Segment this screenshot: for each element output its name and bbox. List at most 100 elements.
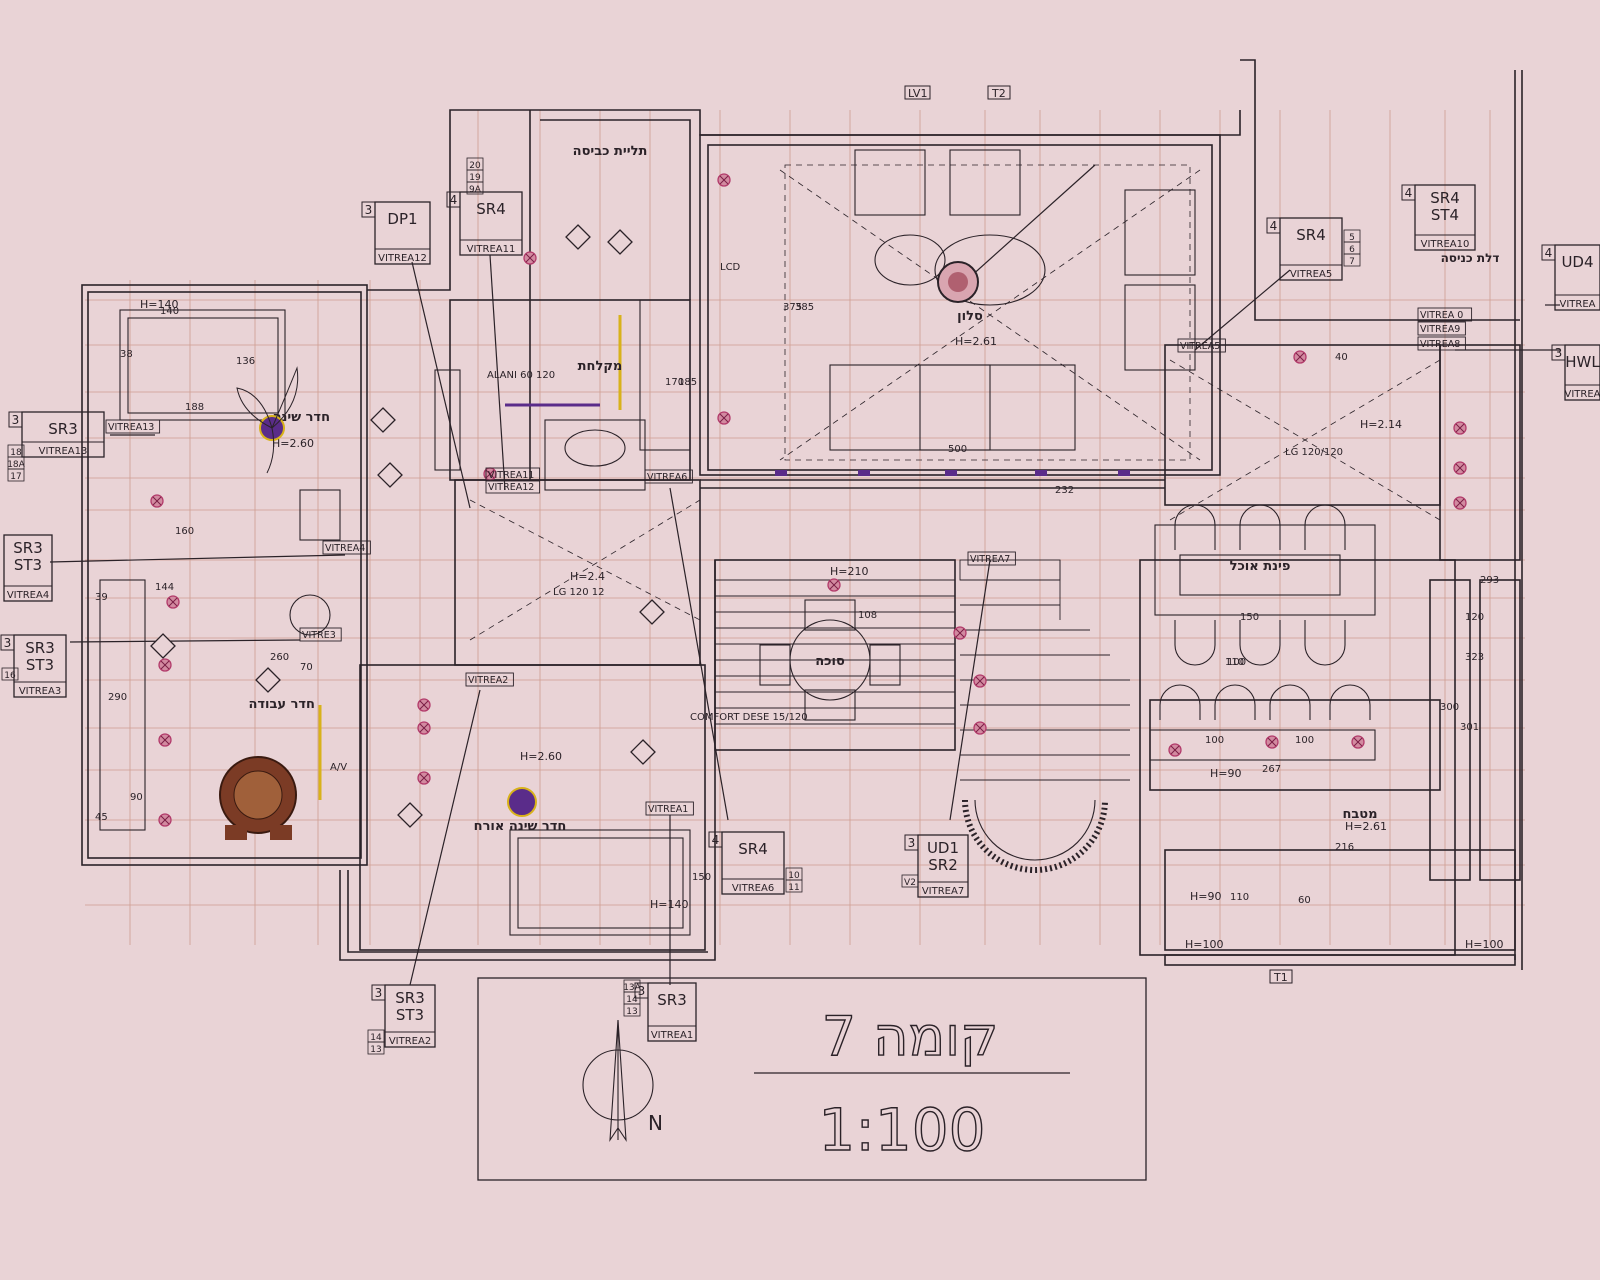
callout-vitrea-tag: VITREA13 <box>39 446 88 457</box>
downlight-icon <box>417 698 431 712</box>
callout-vitrea-tag: VITREA4 <box>7 590 49 601</box>
height-corridor: H=2.4 <box>570 570 605 583</box>
downlight-icon <box>973 721 987 735</box>
side-tag: 13A <box>623 983 641 993</box>
callout-number: 3 <box>638 984 646 998</box>
downlight-icon <box>1453 461 1467 475</box>
callout-label: SR4 <box>476 200 506 218</box>
dimension-value: 170 <box>665 377 684 388</box>
room-label-kitchen: מטבח <box>1342 807 1377 822</box>
vitrea-tag: VITREA11 <box>488 470 534 481</box>
pendant-light-icon <box>507 261 979 817</box>
dimension-value: 120 <box>1465 612 1484 623</box>
dimension-value: 90 <box>130 792 143 803</box>
speaker-icon <box>565 224 591 250</box>
callout-vitrea-tag: VITREA <box>1559 299 1595 310</box>
dimension-value: 39 <box>95 592 108 603</box>
side-tag: 11 <box>788 883 799 893</box>
accent-strips <box>318 315 622 800</box>
scale-label: 1:100 <box>818 1096 985 1164</box>
height-cabinet: H=140 <box>140 298 178 311</box>
north-label: N <box>648 1111 663 1135</box>
side-tag: 14 <box>626 995 638 1005</box>
vitrea-tag: VITREA12 <box>488 482 534 493</box>
lg-unit-2-label: LG 120/120 <box>1285 447 1343 458</box>
side-tag: 18 <box>10 448 22 458</box>
callout-label: ST3 <box>14 556 42 574</box>
callout-label: SR3 <box>657 991 687 1009</box>
callout-label: SR4 <box>738 840 768 858</box>
vitrea-tag: VITREA 0 <box>1420 310 1463 321</box>
height-h100-a: H=100 <box>1185 938 1223 951</box>
alani-label: ALANI 60 120 <box>487 370 555 381</box>
walls <box>81 59 1523 970</box>
vitrea-tag: VITREA9 <box>1420 324 1460 335</box>
downlight-icon <box>150 494 164 508</box>
side-tag: 18A <box>7 460 25 470</box>
callout-number: 3 <box>12 413 20 427</box>
room-label-guest-bedroom: חדר שינה אורח <box>474 819 567 834</box>
vitrea-tag: VITREA8 <box>1420 339 1460 350</box>
title-block: קומה 7 1:100 N <box>477 977 1147 1181</box>
dimension-value: 232 <box>1055 485 1074 496</box>
room-labels: חדר שינה חדר עבודה תליית כביסה סלון פינת… <box>248 144 1499 834</box>
downlight-icon <box>1453 421 1467 435</box>
dimension-value: 216 <box>1335 842 1354 853</box>
dimension-value: 108 <box>858 610 877 621</box>
callout-number: 4 <box>450 193 458 207</box>
dimension-value: 323 <box>1465 652 1484 663</box>
callout-label: UD1 <box>927 839 959 857</box>
dimension-value: 188 <box>185 402 204 413</box>
speaker-icon <box>370 407 396 433</box>
speaker-icon <box>397 802 423 828</box>
height-h260: H=2.60 <box>520 750 562 763</box>
callout-vitrea-tag: VITREA6 <box>732 883 774 894</box>
callout-label: ST3 <box>26 656 54 674</box>
vitrea-tag: VITREA7 <box>970 554 1010 565</box>
marker-lv1: LV1 <box>908 87 927 100</box>
marker-t2: T2 <box>991 87 1006 100</box>
downlight-icon <box>953 626 967 640</box>
callout-label: SR3 <box>395 989 425 1007</box>
downlight-icon <box>1293 350 1307 364</box>
leader-lines <box>49 164 1560 986</box>
dimension-value: 110 <box>1225 657 1244 668</box>
dimension-value: 185 <box>678 377 697 388</box>
room-label-living: סלון <box>957 309 983 324</box>
room-label-sukkah: סוכה <box>815 654 845 669</box>
dimension-value: 267 <box>1262 764 1281 775</box>
grid-lines <box>85 110 1525 945</box>
callout-label: SR3 <box>13 539 43 557</box>
callout-label: DP1 <box>387 210 417 228</box>
room-label-dining: פינת אוכל <box>1230 559 1291 574</box>
callout-number: 4 <box>1270 219 1278 233</box>
callout-number: 4 <box>712 833 720 847</box>
dimension-value: 160 <box>175 526 194 537</box>
equipment-labels: LCD LG 120 12 LG 120/120 ALANI 60 120 CO… <box>330 262 1343 773</box>
dimension-value: 290 <box>108 692 127 703</box>
av-label: A/V <box>330 762 347 773</box>
room-label-laundry: תליית כביסה <box>573 144 648 159</box>
side-tag: 9A <box>469 185 482 195</box>
speaker-icon <box>607 229 633 255</box>
callout-label: SR4 <box>1296 226 1326 244</box>
downlight-icon <box>1351 735 1365 749</box>
side-tag: 7 <box>1349 257 1355 267</box>
side-tag: V2 <box>904 878 916 888</box>
side-tag: 14 <box>370 1033 382 1043</box>
dimension-value: 293 <box>1480 575 1499 586</box>
light-fixtures <box>150 173 1467 828</box>
dimension-value: 150 <box>1240 612 1259 623</box>
dimension-value: 375 <box>783 302 802 313</box>
dimension-value: 100 <box>1227 657 1246 668</box>
dashed-diagonals <box>469 164 1441 641</box>
dimension-value: 60 <box>1298 895 1311 906</box>
